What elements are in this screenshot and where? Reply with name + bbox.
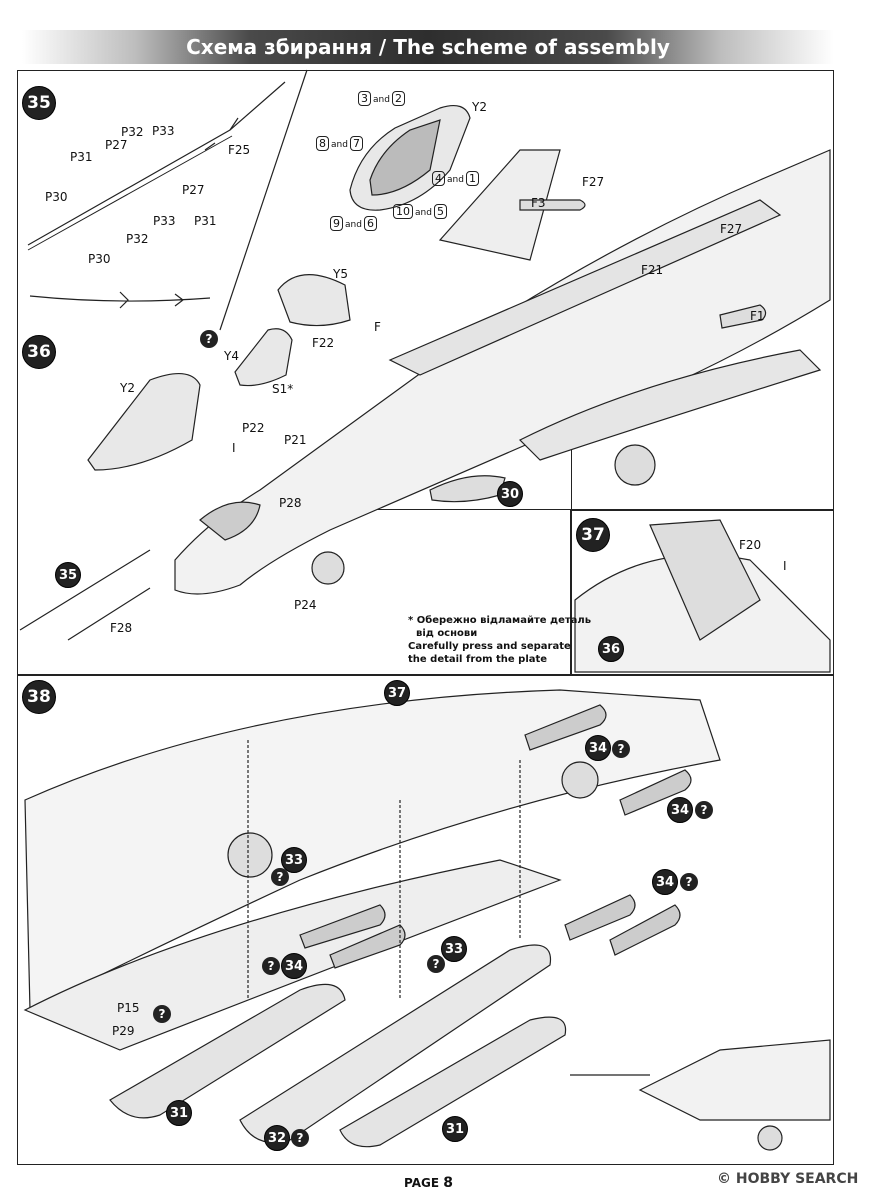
part-label: P28	[279, 496, 302, 510]
part-label: I	[783, 559, 787, 573]
step-37-frame	[570, 510, 834, 675]
unknown-part-marker: ?	[271, 868, 289, 886]
part-label: P15	[117, 1001, 140, 1015]
part-label: F20	[739, 538, 762, 552]
drop-tank-left	[109, 983, 346, 1119]
part-label: P21	[284, 433, 307, 447]
step-36-marker: 36	[22, 335, 56, 369]
part-label: F	[374, 320, 381, 334]
part-label: P30	[88, 252, 111, 266]
part-label: S1*	[272, 382, 294, 396]
unknown-part-marker: ?	[200, 330, 218, 348]
part-label: P22	[242, 421, 265, 435]
unknown-part-marker: ?	[427, 955, 445, 973]
part-label: F22	[312, 336, 335, 350]
unknown-part-marker: ?	[612, 740, 630, 758]
wing-lower	[518, 349, 822, 461]
step-31-ref-a: 31	[166, 1100, 192, 1126]
part-label: P24	[294, 598, 317, 612]
part-label: F25	[228, 143, 251, 157]
page-number: PAGE 8	[404, 1175, 453, 1191]
part-label: F27	[582, 175, 605, 189]
part-label: P27	[105, 138, 128, 152]
step-35-frame	[17, 70, 307, 330]
unknown-part-marker: ?	[680, 873, 698, 891]
step-35-marker: 35	[22, 86, 56, 120]
part-label: I	[232, 441, 236, 455]
part-label: P30	[45, 190, 68, 204]
part-label: F27	[720, 222, 743, 236]
step-34-ref-b: 34	[667, 797, 693, 823]
part-label: P31	[194, 214, 217, 228]
step-31-ref-b: 31	[442, 1116, 468, 1142]
unknown-part-marker: ?	[291, 1129, 309, 1147]
side-view	[638, 1039, 831, 1121]
part-label: P32	[126, 232, 149, 246]
centre-tank	[239, 944, 552, 1144]
part-label: Y2	[120, 381, 135, 395]
part-label: F1	[750, 309, 765, 323]
divider-line	[219, 69, 308, 331]
step-34-ref-a: 34	[585, 735, 611, 761]
part-label: P31	[70, 150, 93, 164]
fuselage-underside	[24, 689, 721, 1011]
part-label: Y5	[333, 267, 348, 281]
part-label: F21	[641, 263, 664, 277]
top-right-frame	[307, 70, 834, 510]
step-35-ref: 35	[55, 562, 81, 588]
step-30-ref: 30	[497, 481, 523, 507]
part-label: Y2	[472, 100, 487, 114]
unknown-part-marker: ?	[695, 801, 713, 819]
step-37-marker: 37	[576, 518, 610, 552]
part-label: P33	[152, 124, 175, 138]
watermark: © HOBBY SEARCH	[717, 1171, 859, 1187]
assembly-note: * Обережно відламайте деталь від основи …	[408, 615, 592, 665]
step-38-marker: 38	[22, 680, 56, 714]
wing-upper	[388, 199, 782, 376]
main-wheel	[614, 444, 656, 486]
header-banner: Схема збирання / The scheme of assembly	[22, 30, 834, 64]
unknown-part-marker: ?	[262, 957, 280, 975]
page-title: Схема збирання / The scheme of assembly	[186, 35, 670, 59]
step-33-ref-b: 33	[441, 936, 467, 962]
step-32-ref: 32	[264, 1125, 290, 1151]
nose-wheel	[311, 551, 345, 585]
part-label: P32	[121, 125, 144, 139]
part-label: F3	[531, 196, 546, 210]
drop-tank-right	[339, 1016, 567, 1148]
step-34-ref-d: 34	[281, 953, 307, 979]
canopy-y4	[234, 328, 293, 387]
part-label: Y4	[224, 349, 239, 363]
part-label: P33	[153, 214, 176, 228]
step-36-frame	[17, 330, 572, 675]
step-37-ref: 37	[384, 680, 410, 706]
part-label: P27	[182, 183, 205, 197]
rod-small-view	[29, 291, 211, 309]
step-36-ref: 36	[598, 636, 624, 662]
step-34-ref-c: 34	[652, 869, 678, 895]
canopy-y2	[87, 373, 201, 471]
part-label: P29	[112, 1024, 135, 1038]
step-38-frame	[17, 675, 834, 1165]
unknown-part-marker: ?	[153, 1005, 171, 1023]
canopy-y5	[277, 274, 351, 327]
step-33-ref-a: 33	[281, 847, 307, 873]
part-label: F28	[110, 621, 133, 635]
vertical-fin	[438, 149, 561, 261]
